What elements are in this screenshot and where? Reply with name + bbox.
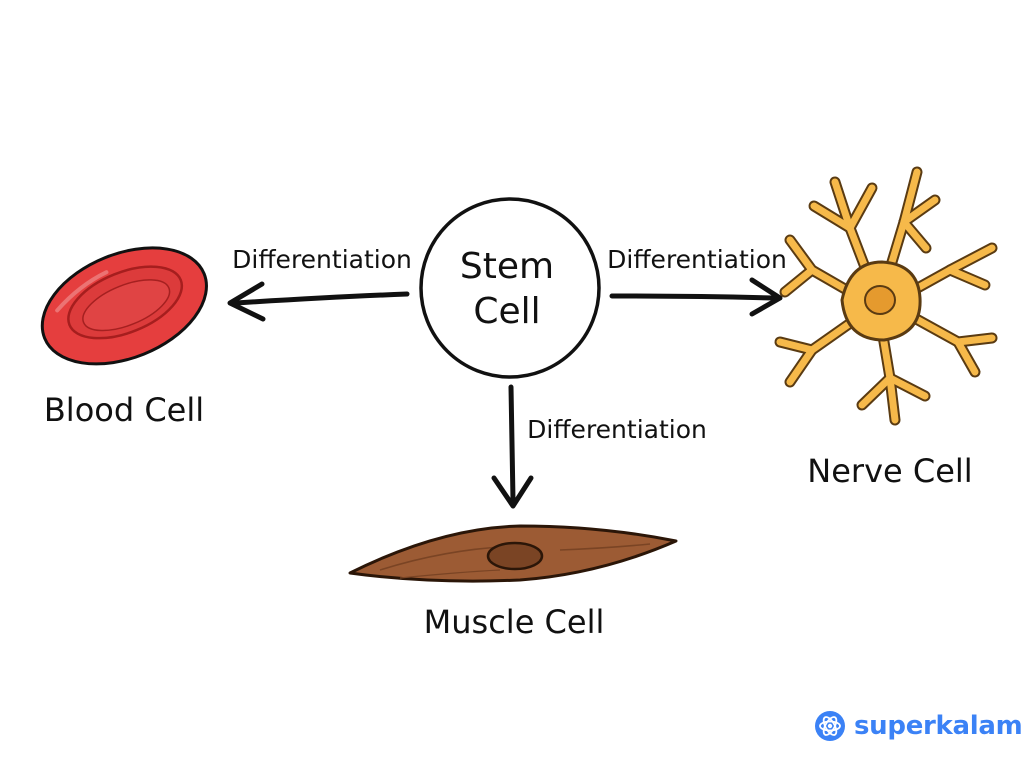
arrow-to-muscle-cell: Differentiation xyxy=(491,384,707,509)
arrow-to-nerve-cell: Differentiation xyxy=(607,245,787,317)
stem-cell-circle xyxy=(419,197,601,379)
arrow-right-head xyxy=(749,277,783,317)
edge-label-right: Differentiation xyxy=(607,245,787,274)
nerve-cell-illustration xyxy=(774,166,998,426)
arrow-to-blood-cell: Differentiation xyxy=(227,245,412,322)
arrow-down-shaft xyxy=(508,384,516,503)
muscle-cell-label: Muscle Cell xyxy=(424,603,605,641)
atom-icon xyxy=(815,711,845,741)
arrow-right-shaft xyxy=(609,293,777,301)
nerve-cell-label: Nerve Cell xyxy=(807,452,972,490)
stem-cell-label-line1: Stem xyxy=(460,246,554,287)
muscle-cell-illustration xyxy=(348,524,678,583)
blood-cell-label: Blood Cell xyxy=(44,391,204,429)
brand-name: superkalam xyxy=(854,711,1023,741)
stem-cell-label-line2: Cell xyxy=(473,291,540,332)
blood-cell-illustration xyxy=(40,246,208,366)
arrow-left-shaft xyxy=(233,291,410,306)
arrow-down-head xyxy=(491,475,534,509)
arrow-left-head xyxy=(227,281,266,322)
nerve-cell-nucleus xyxy=(864,285,896,315)
edge-label-down: Differentiation xyxy=(527,415,707,444)
stem-cell-node: Stem Cell xyxy=(419,197,601,379)
muscle-cell-nucleus xyxy=(486,541,544,571)
edge-label-left: Differentiation xyxy=(232,245,412,274)
brand-logo: superkalam xyxy=(814,708,1023,744)
